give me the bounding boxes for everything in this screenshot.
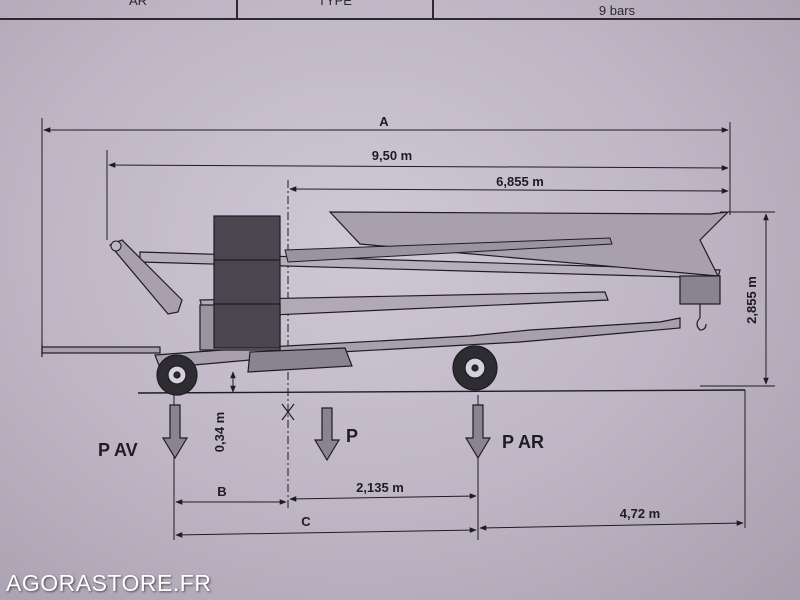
dim-label-c: C bbox=[301, 514, 311, 529]
load-label-center: P bbox=[346, 426, 358, 446]
dim-label-overall: 9,50 m bbox=[372, 148, 412, 163]
dim-label-a: A bbox=[379, 114, 389, 129]
dim-line-c bbox=[175, 527, 477, 538]
mast-pivot bbox=[110, 240, 122, 252]
load-arrow-center bbox=[313, 407, 341, 462]
center-of-gravity-icon bbox=[281, 403, 295, 421]
dim-line-overall bbox=[108, 162, 729, 171]
ground-line bbox=[137, 389, 746, 394]
header-table: AR TYPE 9 bars bbox=[0, 0, 800, 20]
table-cell-type: TYPE bbox=[238, 0, 434, 18]
front-wheel bbox=[156, 354, 198, 396]
load-arrow-rear bbox=[464, 404, 492, 460]
dim-label-boom: 6,855 m bbox=[496, 174, 544, 189]
dim-line-rear-overhang bbox=[479, 520, 744, 531]
turntable-base bbox=[247, 347, 353, 373]
dim-label-rear-overhang: 4,72 m bbox=[620, 506, 660, 521]
table-cell-bars: 9 bars bbox=[598, 3, 636, 18]
boom-diagonal-brace bbox=[284, 237, 613, 263]
crane-mast bbox=[109, 239, 183, 315]
hook-block bbox=[679, 275, 721, 331]
extension-lines bbox=[41, 118, 775, 540]
drawbar bbox=[41, 343, 161, 357]
dim-line-axle bbox=[289, 493, 477, 502]
dim-label-clearance: 0,34 m bbox=[212, 412, 227, 452]
dim-line-boom bbox=[289, 186, 729, 194]
load-label-rear: P AR bbox=[502, 432, 544, 452]
table-cell-ar: AR bbox=[40, 0, 238, 18]
watermark-agorastore: AGORASTORE.FR bbox=[6, 570, 212, 596]
counterweight bbox=[213, 215, 281, 349]
rear-wheel bbox=[452, 345, 498, 391]
load-label-front: P AV bbox=[98, 440, 138, 460]
load-arrow-front bbox=[161, 404, 189, 460]
dim-label-b: B bbox=[217, 484, 226, 499]
dim-label-axle: 2,135 m bbox=[356, 480, 404, 495]
dim-label-height: 2,855 m bbox=[744, 276, 759, 324]
